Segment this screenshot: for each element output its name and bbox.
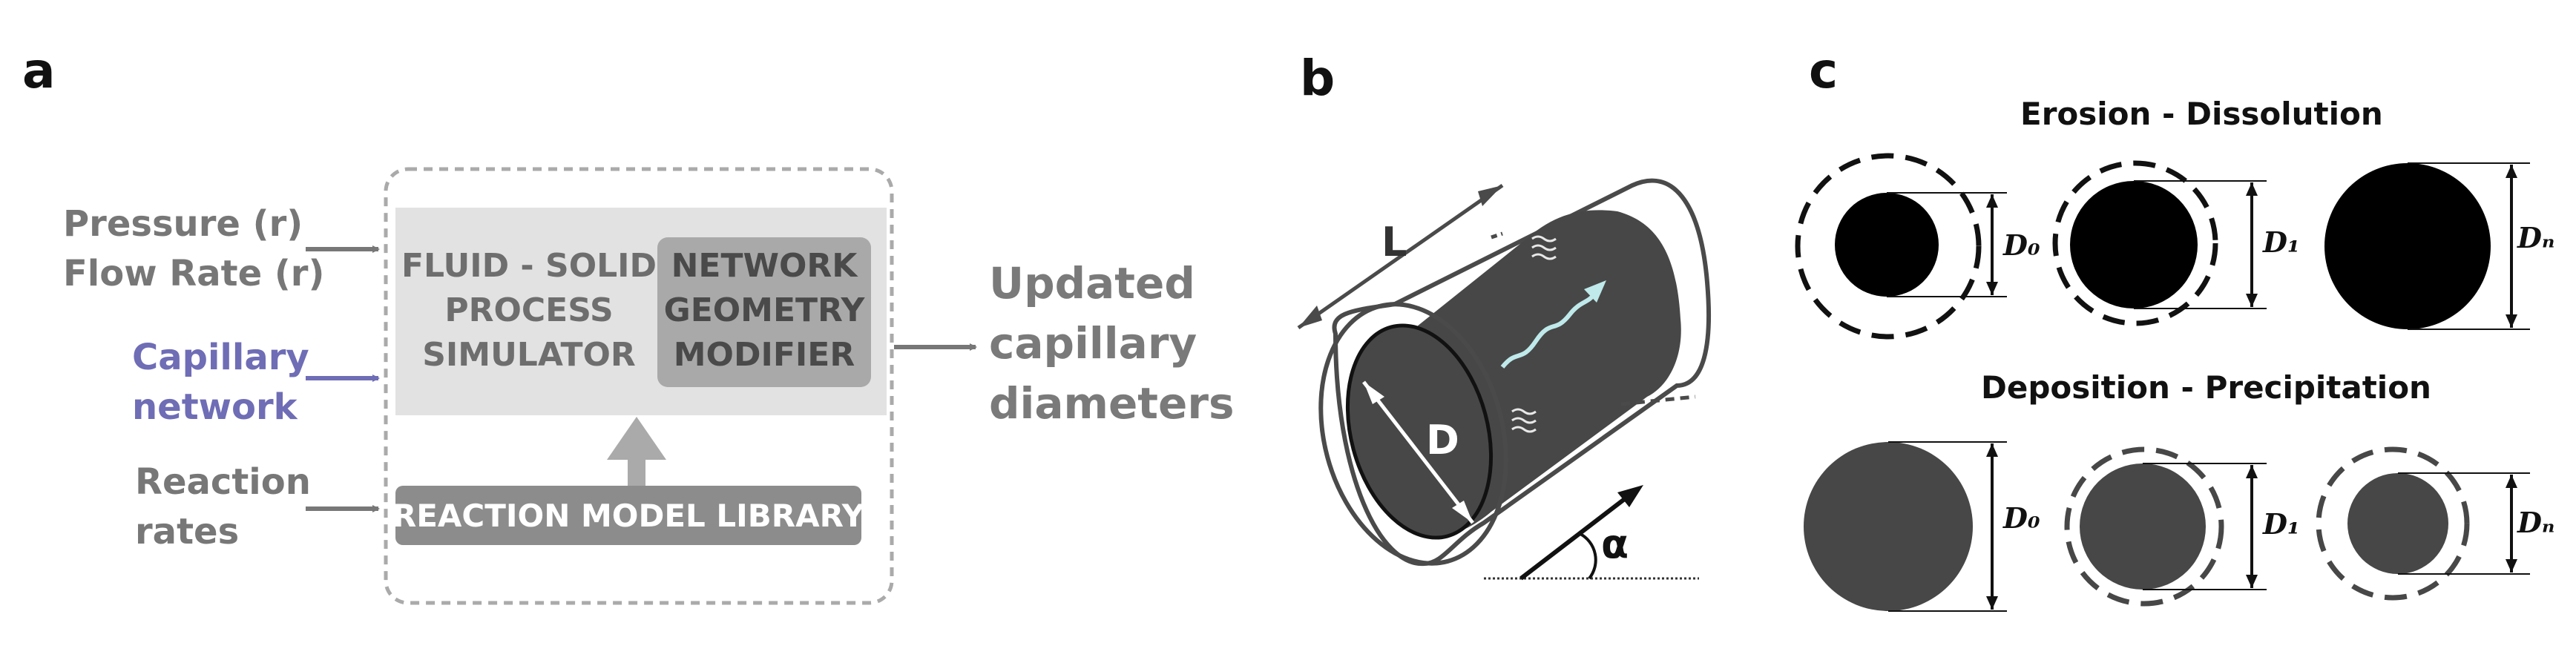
erosion-d0: D₀: [1795, 153, 2040, 340]
panel-a: a Pressure (r) Flow Rate (r) Capillary n…: [22, 42, 1235, 605]
deposition-dn: Dₙ: [2316, 446, 2554, 601]
length-arrow: [1297, 183, 1504, 330]
erosion-d0-label: D₀: [2002, 228, 2040, 262]
modifier-box: [657, 237, 871, 387]
simulator-line-1: FLUID - SOLID: [401, 247, 657, 285]
hidden-edge: [1620, 395, 1696, 406]
wave-marks-top: [1531, 235, 1557, 260]
input-reaction-rates: Reaction rates: [135, 461, 380, 552]
simulator-line-3: SIMULATOR: [422, 336, 636, 374]
flow-arrow: [1500, 291, 1597, 369]
modifier-line-1: NETWORK: [671, 247, 859, 285]
deposition-d0: D₀: [1804, 441, 2040, 612]
hidden-edge-top: [1491, 231, 1503, 240]
panel-letter-a: a: [22, 42, 56, 99]
diameter-arrow: [1362, 380, 1474, 524]
deposition-d1-label: D₁: [2262, 507, 2300, 541]
deposition-d1: D₁: [2064, 446, 2300, 607]
reaction-library-label: REACTION MODEL LIBRARY: [392, 498, 865, 534]
tube-front-face: [1345, 323, 1494, 540]
panel-letter-b: b: [1300, 50, 1335, 107]
erosion-d1: D₁: [2052, 160, 2300, 326]
output-line-3: diameters: [989, 378, 1235, 429]
output-line-2: capillary: [989, 318, 1197, 369]
deposition-d0-label: D₀: [2002, 501, 2040, 535]
wave-marks-bottom: [1511, 408, 1537, 433]
simulator-line-2: PROCESS: [444, 291, 613, 329]
erosion-d1-label: D₁: [2262, 225, 2300, 259]
input-pressure-flow: Pressure (r) Flow Rate (r): [63, 203, 380, 294]
input-reaction-label: Reaction: [135, 461, 311, 503]
diameter-label: D: [1426, 417, 1459, 463]
reaction-library-box: [395, 486, 861, 545]
panel-letter-c: c: [1809, 42, 1838, 99]
angle-label: α: [1601, 521, 1629, 567]
panel-b: b L D: [1297, 50, 1712, 581]
library-to-simulator-arrow: [607, 417, 666, 488]
modifier-line-2: GEOMETRY: [664, 291, 866, 329]
incline-arrow: [1519, 491, 1634, 581]
input-network-label: network: [132, 386, 298, 428]
deposition-dn-label: Dₙ: [2517, 506, 2554, 539]
panel-c: c Erosion - Dissolution Deposition - Pre…: [1795, 42, 2554, 612]
input-pressure-label: Pressure (r): [63, 203, 303, 245]
shell-front-rim: [1318, 302, 1508, 566]
length-label: L: [1381, 219, 1407, 265]
deposition-title: Deposition - Precipitation: [1981, 369, 2431, 406]
erosion-title: Erosion - Dissolution: [2020, 96, 2383, 132]
modifier-line-3: MODIFIER: [674, 336, 855, 374]
erosion-dn-label: Dₙ: [2517, 221, 2554, 254]
erosion-dn: Dₙ: [2324, 162, 2554, 330]
input-flow-rate-label: Flow Rate (r): [63, 253, 324, 294]
output-line-1: Updated: [989, 258, 1195, 308]
input-capillary-network: Capillary network: [132, 337, 380, 428]
input-capillary-label: Capillary: [132, 337, 309, 378]
flow-arrowhead: [1584, 280, 1606, 303]
input-rates-label: rates: [135, 511, 239, 552]
angle-arc: [1579, 532, 1597, 580]
process-container: [384, 167, 894, 605]
